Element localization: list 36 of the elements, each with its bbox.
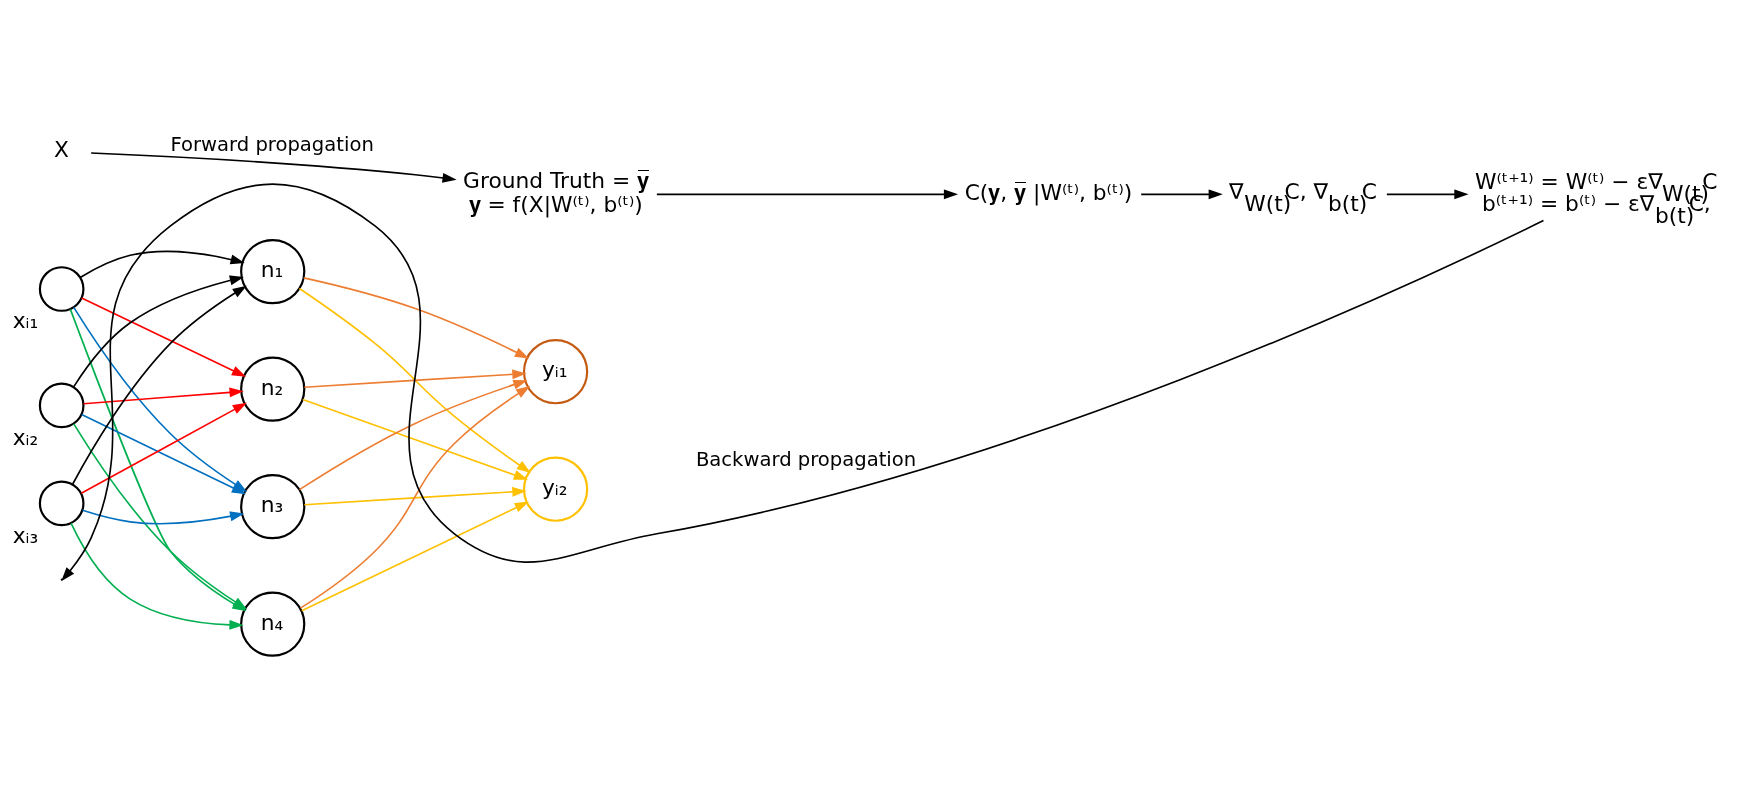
- node-circle: [38, 382, 85, 428]
- node-circle: n₂: [240, 355, 306, 422]
- arrow: [298, 379, 528, 490]
- arrow: [298, 287, 531, 473]
- arrow: [303, 368, 527, 388]
- arrow: [61, 182, 1545, 581]
- arrow: [656, 188, 959, 199]
- arrow: [81, 508, 245, 524]
- arrow: [303, 486, 527, 506]
- node-circle: [38, 265, 85, 312]
- node-label: xᵢ₁: [12, 307, 39, 333]
- arrow: [1386, 188, 1469, 199]
- edge-label: Forward propagation: [170, 132, 374, 156]
- node-circle: n₁: [240, 238, 306, 304]
- node-label: xᵢ₃: [12, 522, 39, 547]
- arrow: [80, 296, 246, 377]
- arrow: [299, 385, 531, 609]
- node-circle: n₃: [240, 473, 306, 539]
- arrow: [72, 275, 244, 388]
- node-circle: yᵢ₁: [522, 338, 589, 404]
- arrow: [300, 501, 529, 611]
- arrow: [1140, 188, 1223, 199]
- arrow: [302, 276, 529, 359]
- arrow: [82, 386, 244, 405]
- arrow: [90, 151, 457, 183]
- node-text: C(𝐲, 𝐲̅ |W⁽ᵗ⁾, b⁽ᵗ⁾): [964, 179, 1133, 205]
- node-text: Ground Truth = 𝐲̅ 𝐲 = f(X|W⁽ᵗ⁾, b⁽ᵗ⁾): [463, 167, 650, 217]
- node-circle: [38, 480, 85, 526]
- edge-label: Backward propagation: [695, 447, 917, 471]
- arrow: [79, 250, 245, 278]
- node-circle: n₄: [240, 590, 306, 657]
- node-text: X: [54, 136, 69, 162]
- arrow: [70, 522, 244, 630]
- arrow: [301, 398, 528, 480]
- node-label: xᵢ₂: [12, 424, 39, 450]
- node-circle: yᵢ₂: [522, 456, 589, 522]
